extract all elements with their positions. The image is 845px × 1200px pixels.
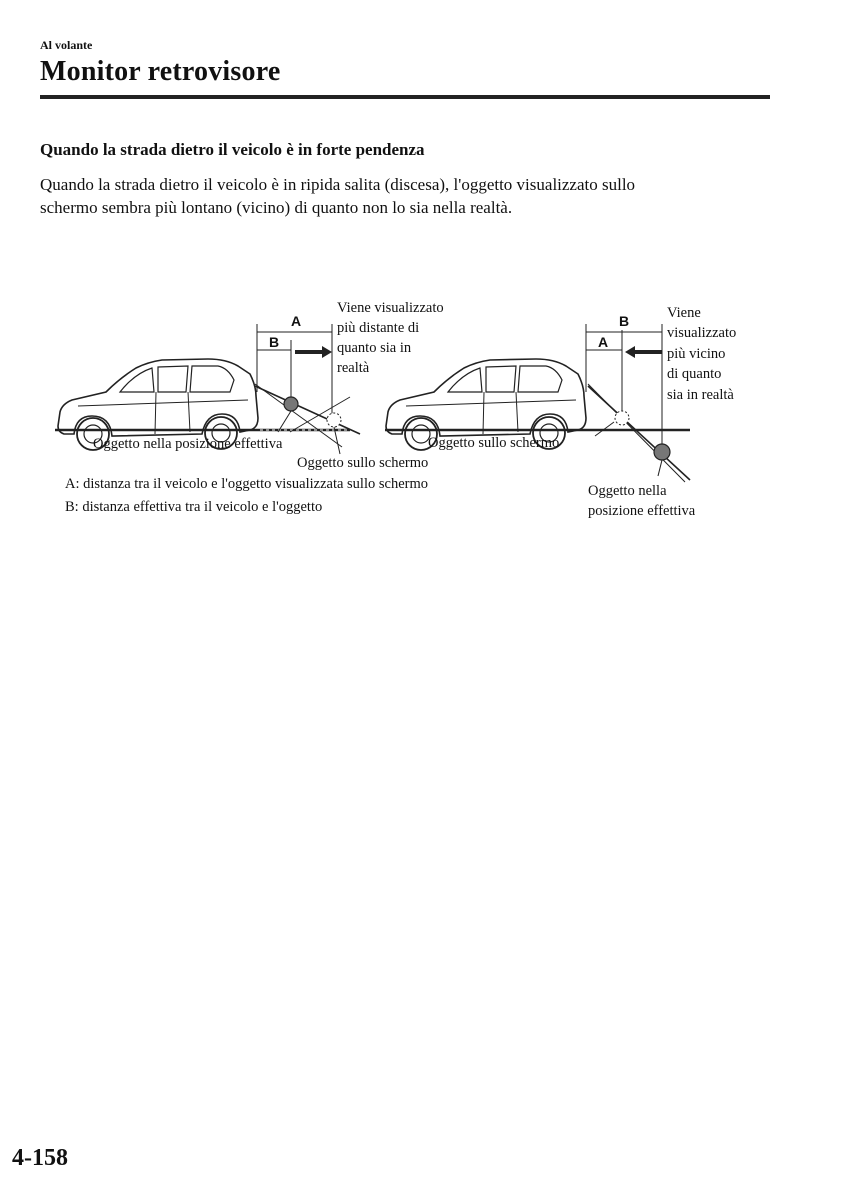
section-label: Al volante [40, 38, 93, 52]
actual-object-marker [653, 443, 671, 461]
subheading: Quando la strada dietro il veicolo è in … [40, 140, 425, 159]
slope-line [254, 385, 361, 435]
paragraph-line: Quando la strada dietro il veicolo è in … [40, 175, 636, 194]
sight-line [254, 383, 343, 448]
dimension-a-label: A [598, 334, 608, 350]
screen-object-marker [614, 410, 630, 426]
legend-b: B: distanza effettiva tra il veicolo e l… [65, 499, 322, 515]
label-actual-position: Oggetto nella posizione effettiva [93, 436, 283, 452]
slope-illustration: A B Viene visualizzato più distante di q… [55, 300, 740, 519]
label-screen-object: Oggetto sullo schermo [428, 435, 559, 451]
actual-object-marker [283, 396, 299, 412]
arrow-right-icon [322, 346, 332, 358]
body-paragraph: Quando la strada dietro il veicolo è in … [40, 173, 770, 219]
left-panel: A B Viene visualizzato più distante di q… [55, 300, 447, 471]
screen-object-marker [326, 412, 342, 428]
label-screen-object: Oggetto sullo schermo [297, 455, 428, 471]
left-note: Viene visualizzato più distante di quant… [337, 300, 447, 376]
legend-a: A: distanza tra il veicolo e l'oggetto v… [65, 476, 428, 492]
arrow-left-icon [625, 346, 635, 358]
paragraph-line: schermo sembra più lontano (vicino) di q… [40, 198, 513, 217]
dimension-b-label: B [269, 334, 279, 350]
dimension-a-label: A [291, 313, 301, 329]
right-panel: B A Viene visualizzato più vicino di qua… [385, 305, 740, 519]
dimension-b-label: B [619, 313, 629, 329]
right-note: Viene visualizzato più vicino di quanto … [667, 305, 740, 403]
label-actual-position: Oggetto nella posizione effettiva [588, 483, 696, 519]
page-title: Monitor retrovisore [40, 56, 281, 87]
title-divider [40, 95, 770, 99]
sight-line [587, 383, 686, 483]
page-number: 4-158 [12, 1145, 68, 1171]
